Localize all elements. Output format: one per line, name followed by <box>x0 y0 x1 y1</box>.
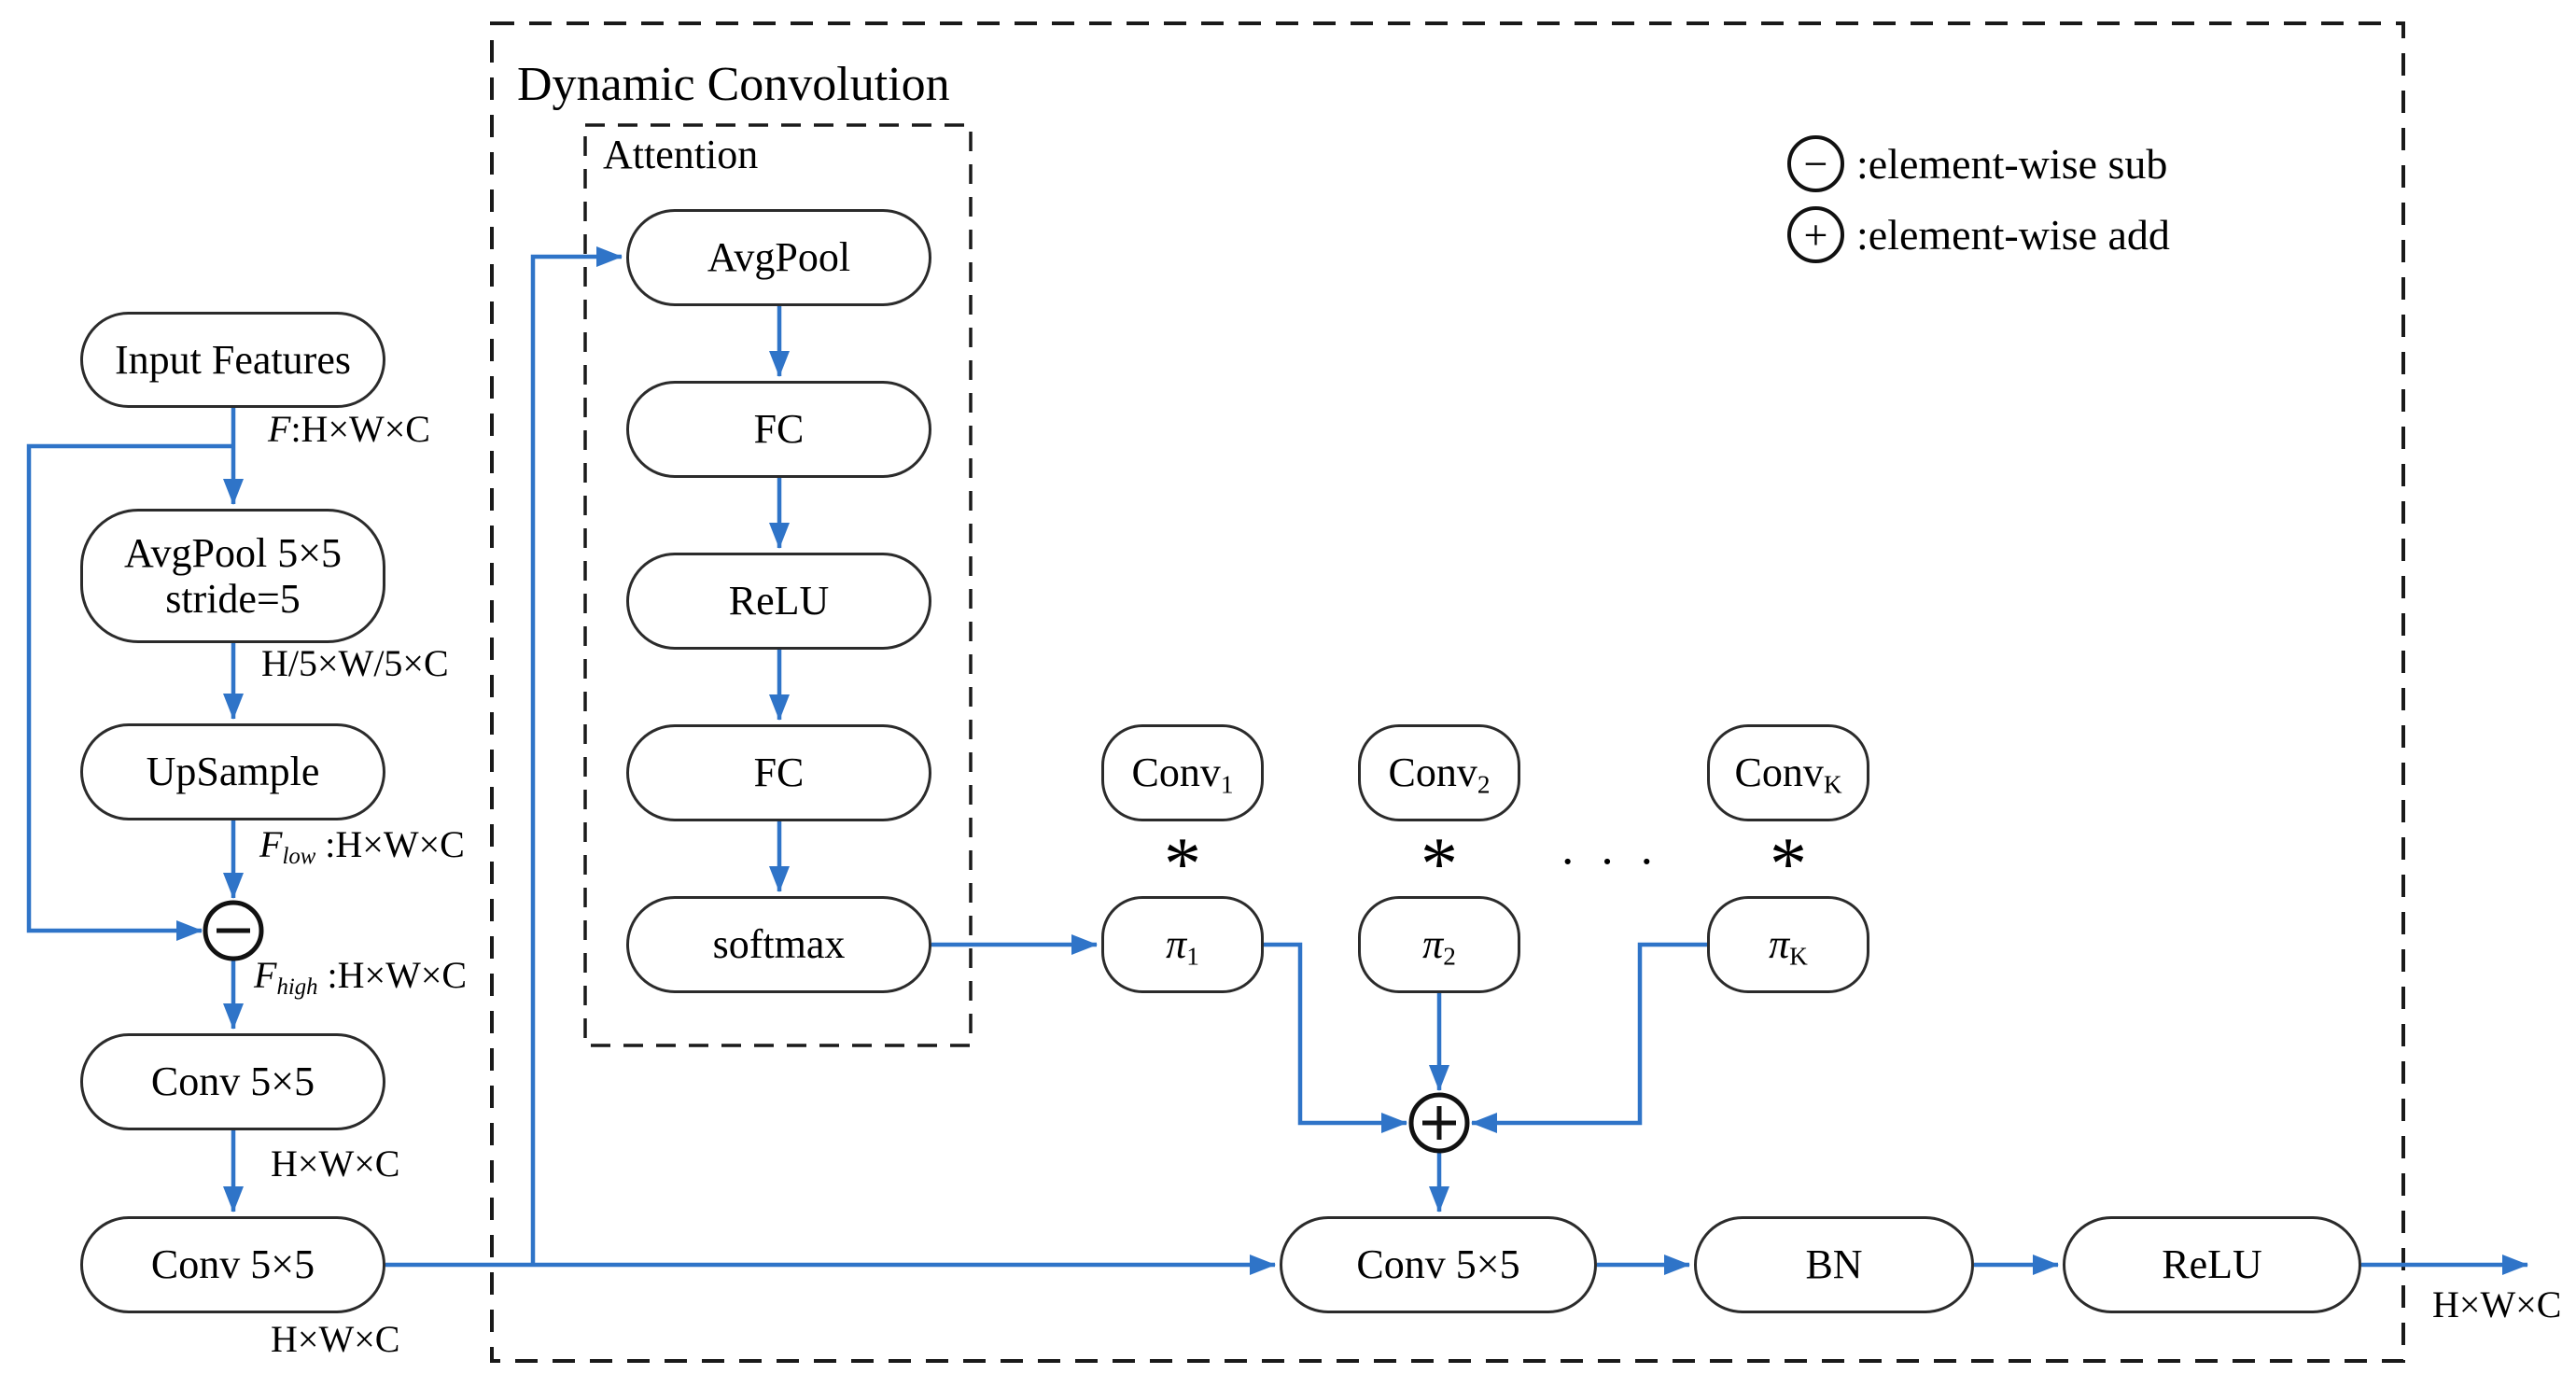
edge-branch-to-attention-avgpool <box>530 246 623 1265</box>
label-output-shape: H×W×C <box>2432 1283 2562 1325</box>
legend-add-label: :element-wise add <box>1856 210 2170 259</box>
label-pooled-shape: H/5×W/5×C <box>261 642 449 684</box>
node-conv-5x5-b-label: Conv 5×5 <box>150 1241 315 1288</box>
legend-subtract-label: :element-wise sub <box>1856 139 2168 188</box>
node-conv-5x5-a: Conv 5×5 <box>80 1033 385 1130</box>
legend-add-row: + :element-wise add <box>1787 206 2170 263</box>
edge-pik-to-add <box>1471 942 1707 1133</box>
dynamic-convolution-title: Dynamic Convolution <box>517 58 950 111</box>
node-pi-2-label: π2 <box>1422 921 1456 971</box>
node-attention-fc2-label: FC <box>753 750 805 796</box>
attention-title: Attention <box>603 132 759 177</box>
node-conv-5x5-a-label: Conv 5×5 <box>150 1059 315 1105</box>
node-upsample: UpSample <box>80 723 385 820</box>
label-conv-b-shape: H×W×C <box>271 1318 400 1360</box>
edge-skip-to-subtract <box>26 443 233 941</box>
add-op-node <box>1408 1092 1470 1154</box>
convolve-operator-k: * <box>1770 823 1807 905</box>
node-attention-avgpool-label: AvgPool <box>707 234 851 281</box>
edge-pi1-to-add <box>1264 942 1407 1133</box>
node-relu-out-label: ReLU <box>2162 1241 2262 1288</box>
node-avgpool-5x5: AvgPool 5×5 stride=5 <box>80 509 385 643</box>
subtract-glyph: − <box>1803 139 1828 188</box>
label-f-high-shape: Fhigh :H×W×C <box>254 954 468 1000</box>
label-f-low-shape: Flow :H×W×C <box>259 823 465 869</box>
convolve-operator-2: * <box>1421 823 1458 905</box>
node-attention-fc1-label: FC <box>753 406 805 453</box>
node-attention-softmax: softmax <box>626 896 931 993</box>
node-conv-2: Conv2 <box>1358 724 1520 821</box>
node-conv-2-label: Conv2 <box>1388 750 1491 799</box>
node-conv-1-label: Conv1 <box>1131 750 1234 799</box>
node-avgpool-5x5-label: AvgPool 5×5 <box>123 529 343 576</box>
node-conv-5x5-out: Conv 5×5 <box>1280 1216 1597 1313</box>
ellipsis-operator: · · · <box>1560 835 1660 889</box>
node-upsample-label: UpSample <box>146 749 320 795</box>
node-conv-5x5-b: Conv 5×5 <box>80 1216 385 1313</box>
node-pi-1: π1 <box>1101 896 1264 993</box>
node-attention-fc1: FC <box>626 381 931 478</box>
label-f-input-shape: F:H×W×C <box>268 408 430 450</box>
node-input-features: Input Features <box>80 312 385 408</box>
node-conv-1: Conv1 <box>1101 724 1264 821</box>
add-legend-icon: + <box>1787 206 1844 263</box>
node-input-features-label: Input Features <box>115 336 351 383</box>
subtract-legend-icon: − <box>1787 135 1844 192</box>
node-attention-fc2: FC <box>626 724 931 821</box>
node-avgpool-stride-label: stride=5 <box>165 576 301 622</box>
node-conv-5x5-out-label: Conv 5×5 <box>1356 1241 1520 1288</box>
subtract-op-node <box>203 900 264 961</box>
node-pi-2: π2 <box>1358 896 1520 993</box>
convolve-operator-1: * <box>1164 823 1201 905</box>
node-pi-k: πK <box>1707 896 1869 993</box>
node-conv-k: ConvK <box>1707 724 1869 821</box>
node-attention-softmax-label: softmax <box>712 921 846 968</box>
node-bn: BN <box>1694 1216 1974 1313</box>
add-glyph: + <box>1803 210 1828 259</box>
legend-subtract-row: − :element-wise sub <box>1787 135 2167 192</box>
node-attention-relu-label: ReLU <box>728 578 830 624</box>
node-bn-label: BN <box>1805 1241 1863 1288</box>
node-pi-k-label: πK <box>1769 921 1808 971</box>
dynamic-convolution-boundary <box>490 21 2405 1363</box>
label-conv-a-shape: H×W×C <box>271 1143 400 1185</box>
node-conv-k-label: ConvK <box>1734 750 1842 799</box>
node-pi-1-label: π1 <box>1166 921 1199 971</box>
node-relu-out: ReLU <box>2063 1216 2361 1313</box>
node-attention-relu: ReLU <box>626 553 931 650</box>
node-attention-avgpool: AvgPool <box>626 209 931 306</box>
